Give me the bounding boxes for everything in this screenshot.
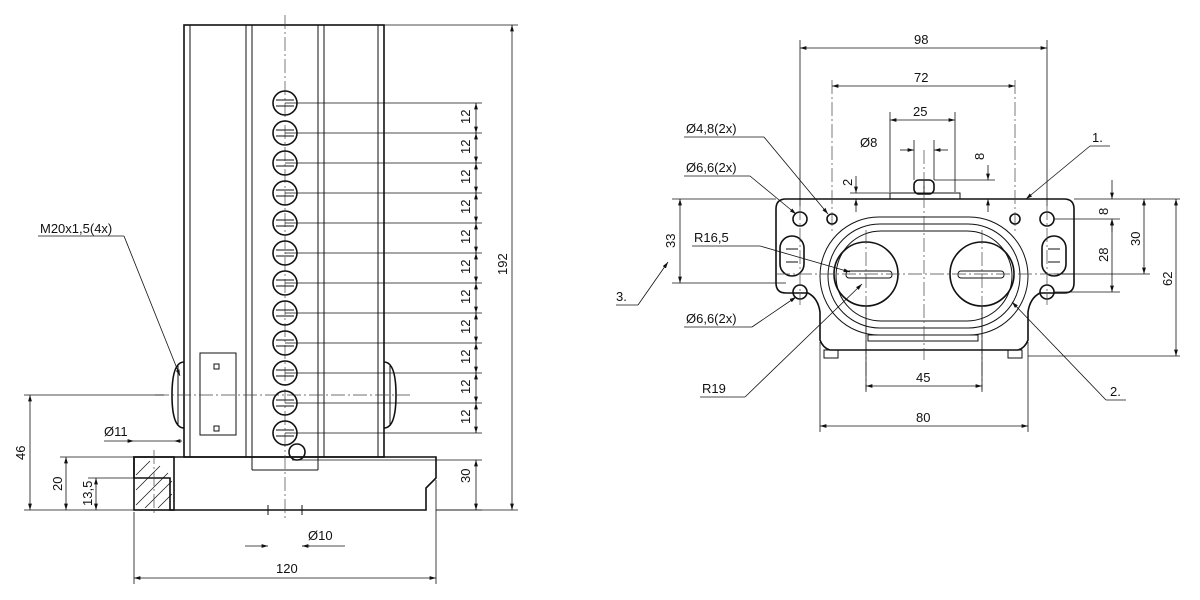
hole-66-bottom-label: Ø6,6(2x) bbox=[686, 311, 737, 326]
r165-label: R16,5 bbox=[694, 230, 729, 245]
label-plate bbox=[199, 352, 237, 436]
dim-8-right: 8 bbox=[1096, 208, 1111, 215]
thread-label: M20x1,5(4x) bbox=[40, 221, 112, 236]
dim-20: 20 bbox=[50, 477, 65, 491]
dim-8-top: 8 bbox=[972, 153, 987, 160]
callout-1: 1. bbox=[1092, 130, 1103, 145]
housing-outline bbox=[775, 198, 1075, 351]
hole-66-top-label: Ø6,6(2x) bbox=[686, 160, 737, 175]
slot-left bbox=[845, 270, 893, 279]
dia-8-label: Ø8 bbox=[860, 135, 877, 150]
callout-3: 3. bbox=[616, 289, 627, 304]
callout-2: 2. bbox=[1110, 384, 1121, 399]
foot-left bbox=[823, 349, 839, 359]
slot-right bbox=[957, 270, 1005, 279]
dim-98: 98 bbox=[914, 32, 928, 47]
dim-62: 62 bbox=[1160, 272, 1175, 286]
dim-13-5: 13,5 bbox=[80, 481, 95, 506]
front-view: M20x1,5(4x) Ø11 Ø10 120 46 20 13,5 12121… bbox=[13, 15, 518, 584]
pitch-label: 12 bbox=[458, 410, 473, 424]
dim-33: 33 bbox=[663, 234, 678, 248]
foot-right bbox=[1007, 349, 1023, 359]
pitch-label: 12 bbox=[458, 320, 473, 334]
dim-46: 46 bbox=[13, 446, 28, 460]
dim-25: 25 bbox=[913, 104, 927, 119]
dim-30: 30 bbox=[458, 469, 473, 483]
r19-label: R19 bbox=[702, 381, 726, 396]
pitch-label: 12 bbox=[458, 350, 473, 364]
cover-strip bbox=[889, 192, 961, 200]
base-hatch bbox=[135, 460, 173, 509]
pitch-label: 12 bbox=[458, 110, 473, 124]
dim-28: 28 bbox=[1096, 248, 1111, 262]
dia-10-label: Ø10 bbox=[308, 528, 333, 543]
hole-48-label: Ø4,8(2x) bbox=[686, 121, 737, 136]
dim-45: 45 bbox=[916, 370, 930, 385]
base-plate bbox=[133, 456, 437, 511]
pitch-label: 12 bbox=[458, 200, 473, 214]
dim-192: 192 bbox=[495, 253, 510, 275]
pitch-label: 12 bbox=[458, 260, 473, 274]
slot-hole-left bbox=[779, 235, 805, 277]
pitch-label: 12 bbox=[458, 140, 473, 154]
pitch-label: 12 bbox=[458, 230, 473, 244]
pitch-dimensions: 12 12 12 12 12 12 12 12 12 12 12 bbox=[285, 102, 482, 434]
pitch-label: 12 bbox=[458, 290, 473, 304]
dim-72: 72 bbox=[914, 70, 928, 85]
pitch-label: 12 bbox=[458, 170, 473, 184]
dim-120: 120 bbox=[276, 561, 298, 576]
dim-30-right: 30 bbox=[1128, 232, 1143, 246]
pitch-label: 12 bbox=[458, 380, 473, 394]
slot-hole-right bbox=[1041, 235, 1067, 277]
dim-2: 2 bbox=[840, 179, 855, 186]
dim-80: 80 bbox=[916, 410, 930, 425]
dia-11-label: Ø11 bbox=[104, 424, 128, 439]
top-view: 98 72 25 Ø8 8 2 Ø4,8(2x) Ø6,6(2x) Ø6,6(2… bbox=[616, 32, 1180, 432]
